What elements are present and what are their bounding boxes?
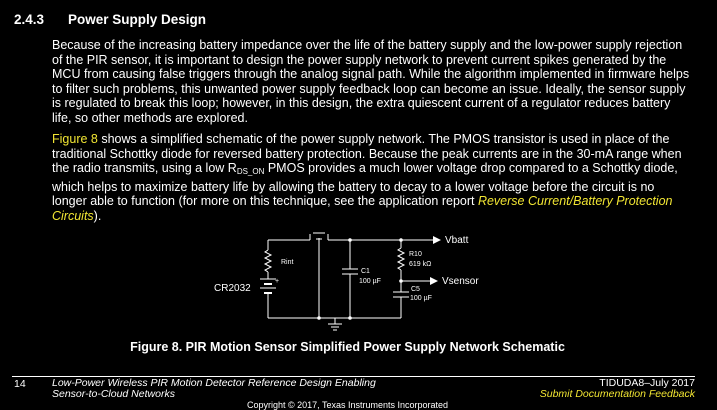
c5-value: 100 µF bbox=[410, 295, 432, 302]
battery-plus-sign: + bbox=[275, 278, 279, 285]
copyright: Copyright © 2017, Texas Instruments Inco… bbox=[246, 400, 449, 410]
app-report-link[interactable]: Reverse Current/Battery Protection Circu… bbox=[52, 194, 673, 223]
doc-id: TIDUDA8–July 2017 bbox=[599, 377, 695, 389]
page-number: 14 bbox=[14, 378, 26, 390]
rds-on-subscript: DS_ON bbox=[236, 167, 265, 177]
power-supply-schematic: + Vbatt Rint CR2032 C1 100 µF R10 619 kΩ… bbox=[214, 232, 479, 331]
section-title: Power Supply Design bbox=[68, 12, 207, 27]
junction-dot-r10-top bbox=[399, 238, 403, 242]
section-heading: 2.4.3 Power Supply Design bbox=[14, 12, 206, 27]
submit-feedback-link[interactable]: Submit Documentation Feedback bbox=[539, 388, 695, 400]
rint-label: Rint bbox=[281, 259, 294, 266]
paragraph-2-text-a: shows a simplified schematic of the powe… bbox=[52, 132, 682, 176]
pmos-transistor bbox=[309, 232, 329, 254]
paragraph-2-text-c: ). bbox=[93, 208, 102, 223]
figure-8-link[interactable]: Figure 8 bbox=[52, 132, 98, 146]
section-number: 2.4.3 bbox=[14, 12, 45, 27]
c1-value: 100 µF bbox=[359, 278, 381, 285]
c1-label: C1 bbox=[361, 268, 370, 275]
capacitor-c5 bbox=[393, 291, 409, 298]
r10-resistor bbox=[396, 247, 406, 271]
vsensor-label: Vsensor bbox=[442, 276, 479, 287]
vbatt-label: Vbatt bbox=[445, 235, 469, 246]
footer-doc-title-line-1: Low-Power Wireless PIR Motion Detector R… bbox=[52, 377, 376, 389]
r10-label: R10 bbox=[409, 251, 422, 258]
capacitor-c1 bbox=[342, 268, 358, 275]
paragraph-1: Because of the increasing battery impeda… bbox=[52, 38, 690, 125]
footer-right: TIDUDA8–July 2017 Submit Documentation F… bbox=[540, 378, 695, 400]
footer-rule bbox=[12, 376, 695, 377]
junction-dot-gate-ground bbox=[317, 316, 321, 320]
junction-dot-vsensor bbox=[399, 279, 403, 283]
junction-dot-c1-ground bbox=[348, 316, 352, 320]
vsensor-arrow bbox=[430, 277, 438, 285]
junction-dot-c1-top bbox=[348, 238, 352, 242]
figure-caption: Figure 8. PIR Motion Sensor Simplified P… bbox=[130, 340, 565, 354]
paragraph-2-text-b: PMOS provides a much lower voltage drop … bbox=[52, 161, 678, 209]
vbatt-arrow bbox=[433, 236, 441, 244]
ground-symbol bbox=[328, 318, 342, 331]
rint-resistor bbox=[263, 249, 273, 273]
paragraph-2: Figure 8 shows a simplified schematic of… bbox=[52, 132, 692, 224]
c5-label: C5 bbox=[411, 286, 420, 293]
r10-value: 619 kΩ bbox=[409, 261, 431, 268]
footer-doc-title: Low-Power Wireless PIR Motion Detector R… bbox=[52, 378, 376, 400]
battery-cr2032 bbox=[260, 278, 276, 294]
footer-doc-title-line-2: Sensor-to-Cloud Networks bbox=[52, 388, 175, 400]
cr2032-label: CR2032 bbox=[214, 283, 251, 294]
